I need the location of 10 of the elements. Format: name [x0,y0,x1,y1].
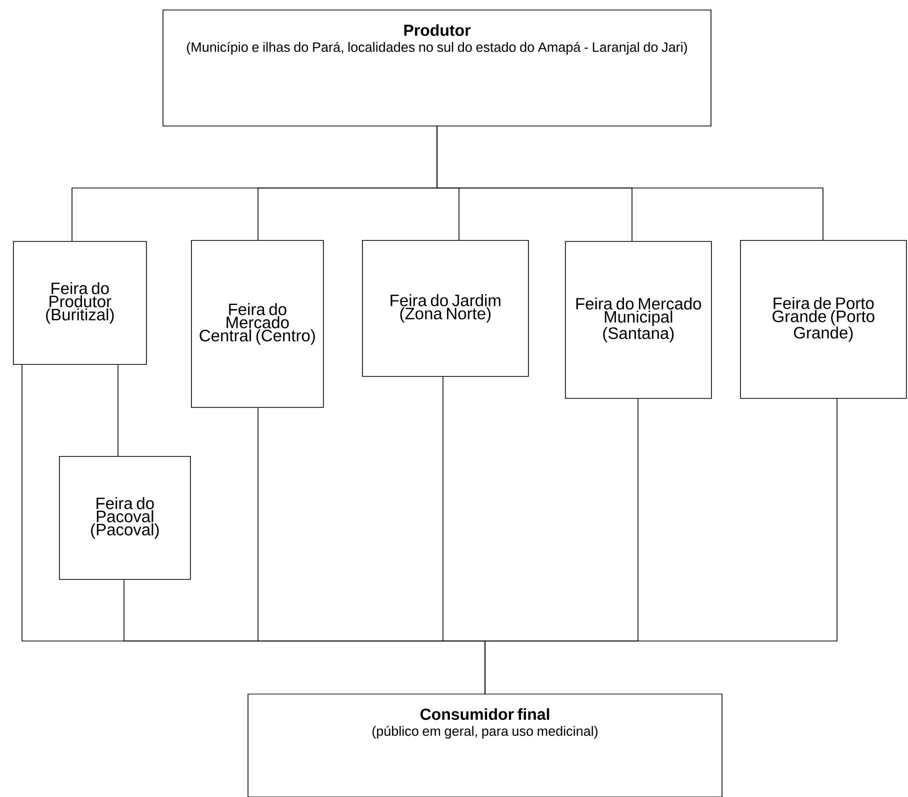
process-box: Feira de Porto Grande (Porto Grande) [740,240,907,399]
process-box: Consumidor final (público em geral, para uso medicinal) [248,694,722,797]
process-box: Feira do Mercado Central (Centro) [191,240,324,408]
process-box: Feira do Jardim (Zona Norte) [362,240,529,377]
process-box: Feira do Mercado Municipal (Santana) [565,241,712,399]
process-box: Feira do Pacoval (Pacoval) [59,456,191,580]
process-box: Produtor (Município e ilhas do Pará, localidades no sul do estado do Amapá - Laranjal do Jari) [162,10,712,126]
connector [436,126,824,240]
connector [484,398,838,694]
process-box: Feira do Produtor (Buritizal) [13,241,147,365]
